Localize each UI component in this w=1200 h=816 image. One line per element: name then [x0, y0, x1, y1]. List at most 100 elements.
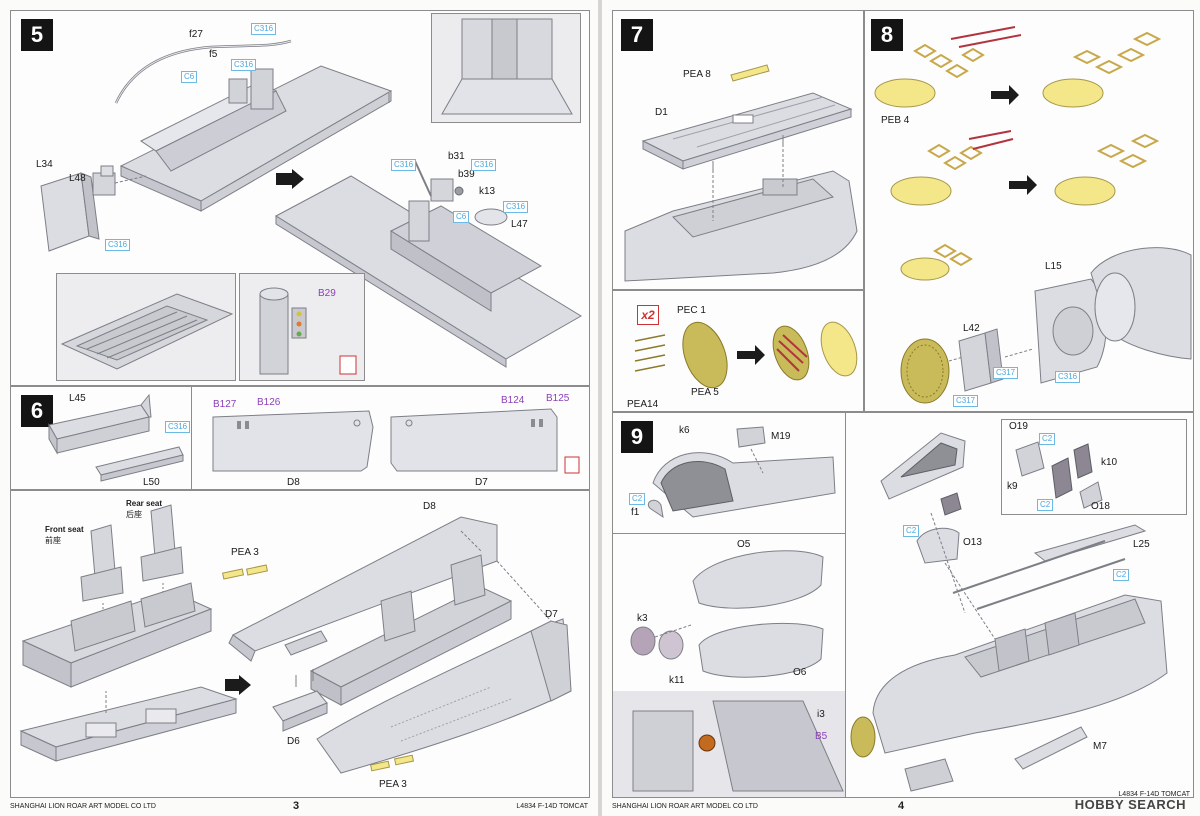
canopy-frame-parts: [647, 426, 836, 519]
label-peb4: PEB 4: [881, 115, 910, 126]
pe-disk-sequence: [634, 321, 858, 389]
step-6-panel: 6 L45 L50 C316 B127 B126 B124 B125 D8: [10, 386, 590, 490]
label-L45: L45: [69, 393, 86, 404]
label-b39: b39: [458, 169, 475, 180]
label-front-seat: Front seat: [45, 525, 84, 534]
cockpit-detail-inset: [613, 691, 845, 797]
step-7-panel: 7 PEA 8 D1: [612, 10, 864, 290]
cockpit-floor-part: [119, 65, 393, 212]
label-M19: M19: [771, 431, 791, 442]
callout-b125: B125: [546, 393, 570, 404]
label-k3: k3: [637, 613, 648, 624]
side-console-parts: [48, 393, 184, 482]
callout-b29: B29: [318, 288, 336, 299]
label-D1: D1: [655, 107, 668, 118]
ejection-handles-inset: [1001, 419, 1187, 515]
label-pea8: PEA 8: [683, 69, 711, 80]
nose-part-exploded: [624, 64, 858, 282]
step-number: 5: [21, 19, 53, 51]
label-pea14: PEA14: [627, 399, 659, 410]
fuel-tank-parts: [630, 550, 824, 678]
label-M7: M7: [1093, 741, 1107, 752]
x2-badge: x2: [637, 305, 659, 325]
fuselage-assembly-panel: Front seat 前座 Rear seat 后座: [10, 490, 590, 798]
color-callout: C316: [165, 421, 191, 433]
color-callout: C316: [391, 159, 417, 171]
label-rear-seat-cn: 后座: [126, 510, 142, 519]
color-callout: C2: [1037, 499, 1054, 511]
page-gutter: [598, 0, 602, 816]
color-callout: C316: [471, 159, 497, 171]
color-callout: C6: [453, 211, 470, 223]
pe-screen-sequence: [874, 26, 1192, 404]
footer-company: SHANGHAI LION ROAR ART MODEL CO LTD: [612, 803, 758, 810]
step-number: 6: [21, 395, 53, 427]
callout-b124: B124: [501, 395, 525, 406]
inset-detail-top: [431, 13, 581, 123]
label-L50: L50: [143, 477, 160, 488]
step-9-panel: 9 k6 M19 f1 C2 O5 k3 k11 O6: [612, 412, 1194, 798]
inset-detail-console: [56, 273, 236, 381]
page-number: 3: [293, 800, 300, 812]
color-callout: C316: [251, 23, 277, 35]
label-L48: L48: [69, 173, 86, 184]
color-callout: C316: [503, 201, 529, 213]
label-f1: f1: [631, 507, 640, 518]
label-k9: k9: [1007, 481, 1018, 492]
color-callout: C6: [181, 71, 198, 83]
label-L15: L15: [1045, 261, 1062, 272]
label-D6: D6: [287, 736, 300, 747]
label-pec1: PEC 1: [677, 305, 706, 316]
callout-b126: B126: [257, 397, 281, 408]
label-L34: L34: [36, 159, 53, 170]
label-f5: f5: [209, 49, 218, 60]
color-callout: C2: [1113, 569, 1130, 581]
step-arrow: [225, 675, 251, 695]
label-O6: O6: [793, 667, 807, 678]
label-L47: L47: [511, 219, 528, 230]
label-i3: i3: [817, 709, 825, 720]
color-callout: C316: [105, 239, 131, 251]
forward-fuselage-assembly: [228, 516, 572, 774]
nose-and-canopy-assembly: [850, 432, 1168, 792]
color-callout: C2: [1039, 433, 1056, 445]
label-L42: L42: [963, 323, 980, 334]
footer-company: SHANGHAI LION ROAR ART MODEL CO LTD: [10, 803, 156, 810]
antenna-wire-part: [114, 39, 292, 104]
page-number: 4: [898, 800, 905, 812]
label-D7: D7: [475, 477, 488, 488]
rear-bulkhead-part: [40, 165, 147, 252]
label-O5: O5: [737, 539, 751, 550]
color-callout: C316: [1055, 371, 1081, 383]
footer-product: L4834 F-14D TOMCAT: [516, 803, 588, 810]
color-callout: C317: [993, 367, 1019, 379]
label-f27: f27: [189, 29, 203, 40]
color-callout: C317: [953, 395, 979, 407]
label-b31: b31: [448, 151, 465, 162]
label-O19: O19: [1009, 421, 1028, 432]
label-k11: k11: [669, 675, 685, 686]
callout-b5: B5: [815, 731, 828, 742]
cockpit-floor-assembled: [274, 160, 582, 368]
step-arrow: [276, 169, 304, 189]
label-D8: D8: [287, 477, 300, 488]
instruction-page-3: 5: [0, 0, 598, 816]
step-number: 9: [621, 421, 653, 453]
fuselage-inner-view: [191, 387, 192, 489]
label-D7-fuselage: D7: [545, 609, 558, 620]
color-callout: C2: [629, 493, 646, 505]
fuselage-halves-inside: [212, 408, 580, 474]
photo-etch-strips: [222, 564, 415, 772]
label-rear-seat: Rear seat: [126, 499, 163, 508]
label-front-seat-cn: 前座: [45, 536, 61, 545]
instruction-page-4: 7 PEA 8 D1 8: [602, 0, 1200, 816]
color-callout: C316: [231, 59, 257, 71]
pe-subassembly-panel: x2 PEC 1 PEA 5 PEA14: [612, 290, 864, 412]
label-O18: O18: [1091, 501, 1110, 512]
step9-divider-v: [845, 413, 846, 797]
label-O13: O13: [963, 537, 982, 548]
cockpit-with-seats: [19, 504, 238, 762]
inset-detail-b29: B29: [239, 273, 365, 381]
footer-product: L4834 F-14D TOMCAT: [1118, 791, 1190, 798]
step9-divider-h1: [613, 533, 845, 534]
